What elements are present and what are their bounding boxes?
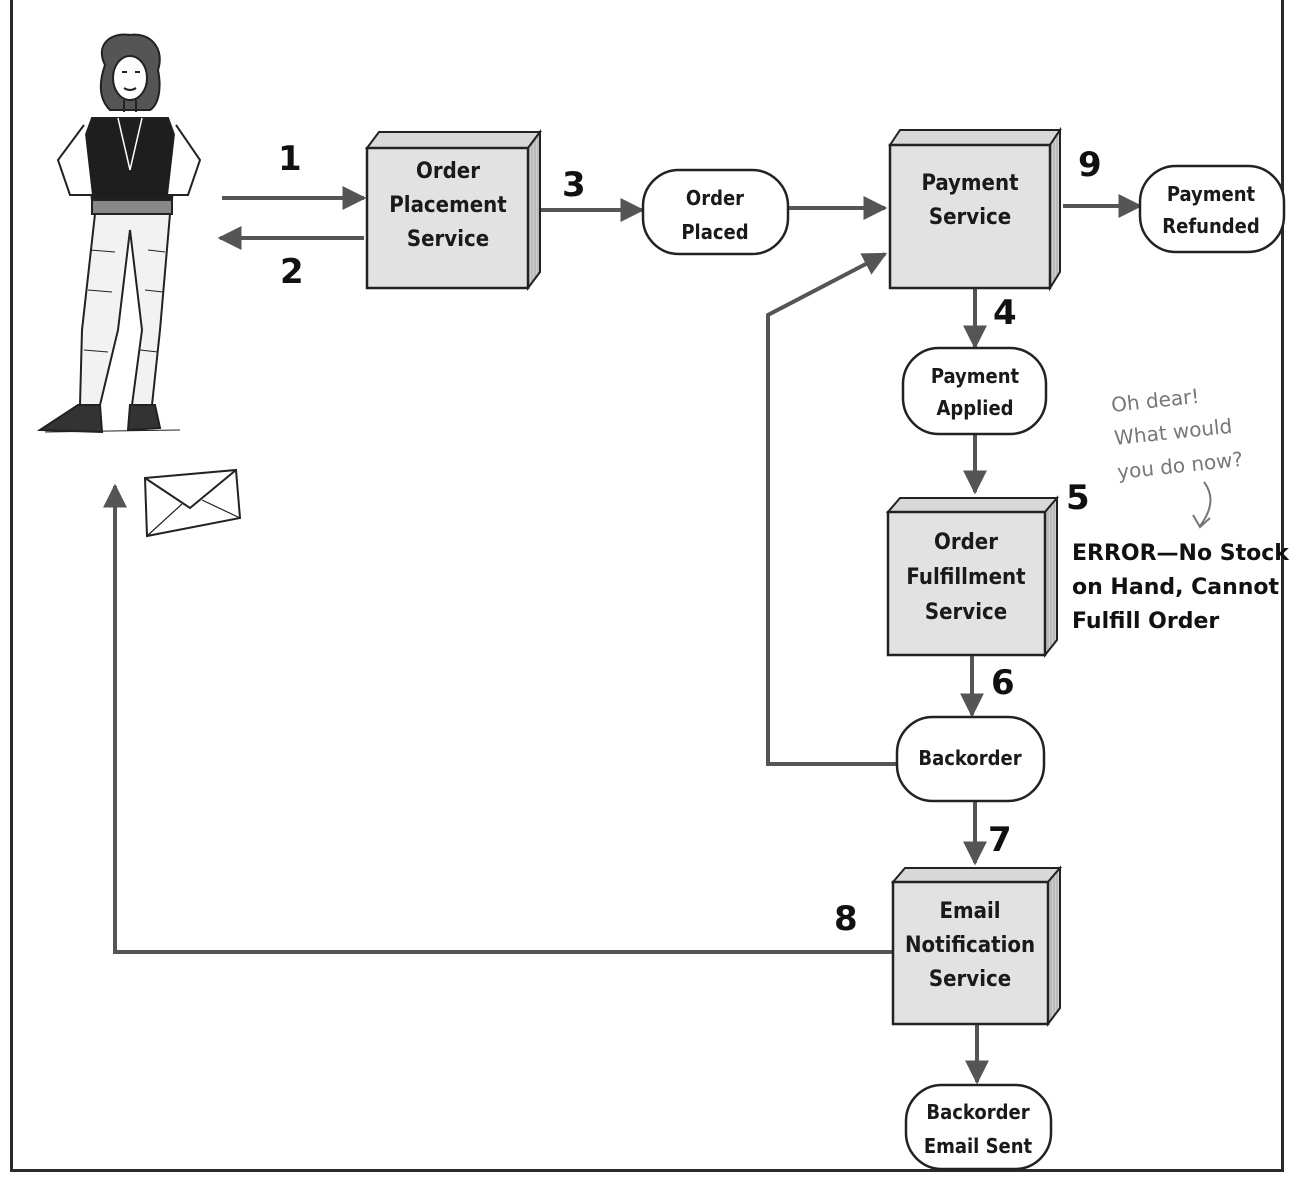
- email-label-1: Email: [939, 899, 1000, 924]
- error-line-1: ERROR—No Stock: [1072, 541, 1290, 566]
- note-line-2: What would: [1113, 414, 1233, 450]
- flow-arrows: [103, 186, 1143, 1085]
- error-line-2: on Hand, Cannot: [1072, 575, 1280, 600]
- step-1: 1: [278, 139, 302, 179]
- backorder-email-sent-label-2: Email Sent: [924, 1134, 1033, 1158]
- note-arrow-icon: [1192, 481, 1212, 529]
- payment-refunded-label-1: Payment: [1167, 182, 1256, 206]
- fulfillment-label-3: Service: [925, 600, 1007, 625]
- payment-applied-label-1: Payment: [931, 364, 1020, 388]
- annotation-note: Oh dear! What would you do now?: [1110, 384, 1244, 529]
- step-7: 7: [988, 820, 1012, 860]
- event-backorder-email-sent: Backorder Email Sent: [904, 1083, 1053, 1171]
- payment-service-label-1: Payment: [921, 171, 1019, 196]
- event-payment-applied: Payment Applied: [901, 346, 1048, 436]
- payment-applied-label-2: Applied: [936, 396, 1013, 420]
- event-backorder: Backorder: [895, 715, 1046, 803]
- order-placement-label-2: Placement: [389, 193, 507, 218]
- step-6: 6: [991, 663, 1015, 703]
- arrow-backorder-payment: [766, 252, 897, 766]
- event-order-placed: Order Placed: [641, 168, 790, 256]
- step-5: 5: [1066, 478, 1090, 518]
- payment-service: Payment Service: [888, 126, 1062, 292]
- order-placed-label-2: Placed: [681, 220, 748, 244]
- step-4: 4: [993, 293, 1017, 333]
- step-2: 2: [280, 252, 304, 292]
- fulfillment-label-1: Order: [934, 530, 998, 555]
- order-placement-label-1: Order: [416, 159, 480, 184]
- event-payment-refunded: Payment Refunded: [1138, 164, 1286, 254]
- email-label-3: Service: [929, 967, 1011, 992]
- step-3: 3: [562, 165, 586, 205]
- note-line-1: Oh dear!: [1110, 384, 1200, 417]
- order-placed-label-1: Order: [686, 186, 744, 210]
- order-placement-service: Order Placement Service: [365, 129, 542, 291]
- backorder-label: Backorder: [918, 746, 1021, 770]
- person-illustration: [36, 33, 202, 434]
- payment-service-label-2: Service: [929, 205, 1011, 230]
- error-message: ERROR—No Stock on Hand, Cannot Fulfill O…: [1072, 541, 1290, 634]
- step-9: 9: [1078, 145, 1102, 185]
- step-8: 8: [834, 899, 858, 939]
- order-placement-label-3: Service: [407, 227, 489, 252]
- fulfillment-label-2: Fulfillment: [906, 565, 1026, 590]
- email-notification-service: Email Notification Service: [890, 865, 1063, 1027]
- email-label-2: Notification: [905, 933, 1035, 958]
- backorder-email-sent-label-1: Backorder: [926, 1100, 1029, 1124]
- order-fulfillment-service: Order Fulfillment Service: [885, 495, 1060, 658]
- envelope-icon: [143, 468, 242, 538]
- error-line-3: Fulfill Order: [1072, 609, 1219, 634]
- note-line-3: you do now?: [1116, 447, 1244, 484]
- arrow-8: [103, 483, 893, 954]
- payment-refunded-label-2: Refunded: [1162, 214, 1259, 238]
